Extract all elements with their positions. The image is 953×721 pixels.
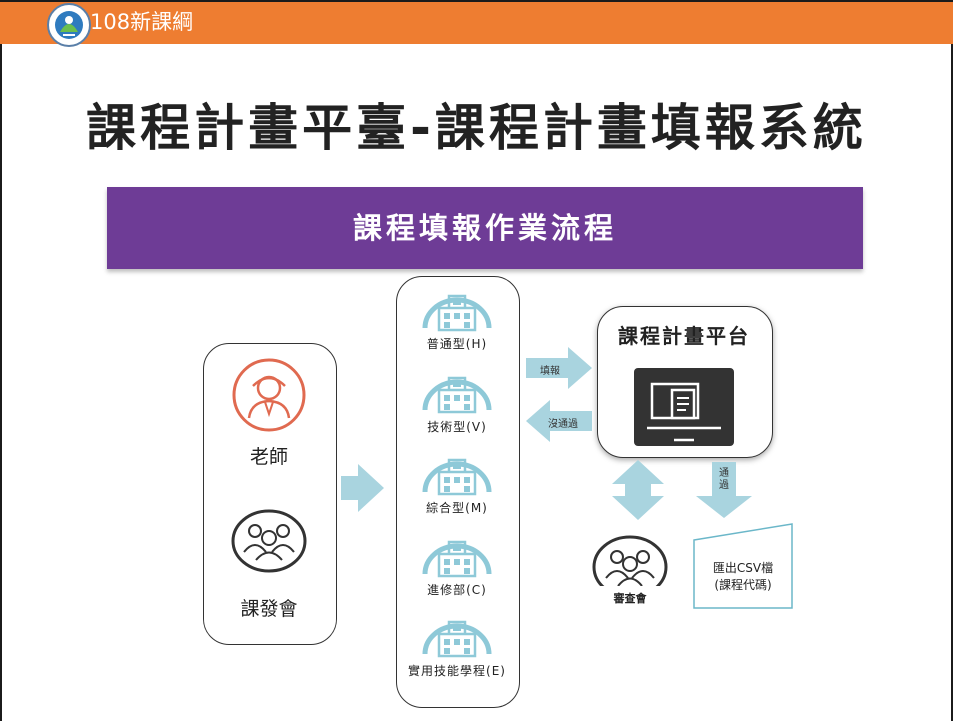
school-building-icon	[422, 620, 492, 658]
committee-label: 課發會	[240, 598, 298, 620]
school-type-label: 進修部(C)	[427, 583, 487, 597]
school-building-icon	[422, 376, 492, 414]
school-building-icon	[422, 458, 492, 496]
school-type-label: 綜合型(M)	[426, 501, 488, 515]
brand-label: 108新課綱	[90, 10, 194, 34]
arrow-fail-icon	[526, 400, 592, 442]
export-document-icon	[693, 523, 793, 609]
school-type-label: 技術型(V)	[427, 420, 487, 434]
slide-title: 課程計畫平臺-課程計畫填報系統	[86, 99, 867, 157]
computer-document-icon	[634, 368, 734, 446]
pass-arrow-label: 通過	[719, 468, 729, 491]
arrow-right-icon	[341, 464, 384, 512]
fail-arrow-label: 沒通過	[548, 419, 578, 430]
submitter-panel	[203, 343, 337, 645]
school-building-icon	[422, 540, 492, 578]
platform-title: 課程計畫平台	[618, 324, 750, 348]
process-banner: 課程填報作業流程	[107, 187, 863, 269]
export-line-2: (課程代碼)	[714, 578, 772, 592]
school-type-panel	[396, 276, 520, 708]
school-type-label: 實用技能學程(E)	[408, 664, 506, 678]
export-line-1: 匯出CSV檔	[712, 561, 774, 575]
fill-arrow-label: 填報	[540, 366, 560, 377]
teacher-label: 老師	[249, 446, 288, 468]
school-type-label: 普通型(H)	[426, 337, 488, 351]
teacher-icon	[232, 358, 306, 432]
arrow-fill-icon	[526, 347, 592, 389]
header-bar: 108新課綱	[0, 0, 953, 44]
school-building-icon	[422, 294, 492, 332]
review-label: 審查會	[613, 592, 647, 605]
arrow-pass-icon	[696, 462, 752, 518]
review-committee-icon	[592, 535, 668, 600]
arrow-updown-icon	[612, 460, 664, 520]
committee-icon	[231, 509, 307, 573]
ministry-seal-icon	[46, 2, 92, 48]
